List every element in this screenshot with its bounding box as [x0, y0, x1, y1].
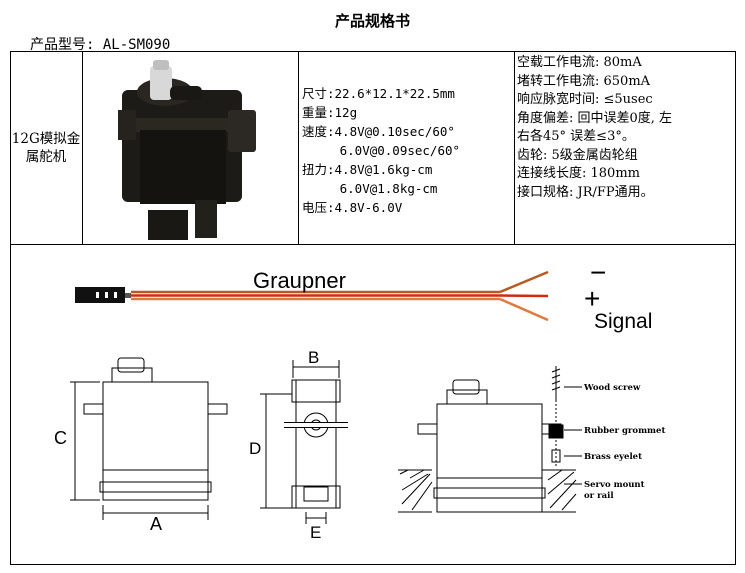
- servo-photo: [84, 53, 297, 243]
- servo-mount-label: Servo mount: [584, 480, 645, 490]
- rubber-grommet-label: Rubber grommet: [584, 426, 665, 436]
- spec-line: 尺寸:22.6*12.1*22.5mm: [302, 86, 455, 101]
- table-divider: [514, 51, 515, 244]
- brass-eyelet-label: Brass eyelet: [584, 452, 642, 462]
- spec-line: 右各45° 误差≤3°。: [517, 129, 635, 144]
- spec-line: 角度偏差: 回中误差0度, 左: [517, 110, 673, 126]
- spec-list-left: 尺寸:22.6*12.1*22.5mm 重量:12g 速度:4.8V@0.10sec…: [302, 84, 460, 217]
- minus-label: −: [590, 257, 606, 288]
- spec-line: 接口规格: JR/FP通用。: [517, 184, 654, 200]
- spec-list-right: 空载工作电流: 80mA 堵转工作电流: 650mA 响应脉宽时间: ≤5usec 角…: [517, 54, 735, 202]
- product-name: 12G模拟金属舵机: [11, 131, 81, 165]
- spec-line: 堵转工作电流: 650mA: [517, 73, 651, 89]
- dim-d-label: D: [249, 439, 261, 458]
- wire-brand: Graupner: [253, 268, 346, 293]
- table-divider: [10, 244, 736, 245]
- dim-c-label: C: [54, 428, 67, 448]
- connector-plug: [75, 287, 125, 303]
- wood-screw-label: Wood screw: [583, 383, 641, 393]
- spec-line: 重量:12g: [302, 105, 358, 120]
- top-view: [260, 360, 348, 524]
- spec-line: 电压:4.8V-6.0V: [302, 200, 403, 215]
- spec-line: 6.0V@1.8kg-cm: [302, 181, 438, 196]
- table-divider: [298, 51, 299, 244]
- model-number: 产品型号: AL-SM090: [30, 37, 171, 53]
- side-view: [70, 357, 228, 520]
- spec-line: 连接线长度: 180mm: [517, 166, 640, 181]
- spec-line: 扭力:4.8V@1.6kg-cm: [302, 162, 433, 177]
- spec-line: 齿轮: 5级金属齿轮组: [517, 147, 638, 163]
- dim-b-label: B: [308, 348, 319, 367]
- document-title: 产品规格书: [334, 12, 410, 30]
- wire-diagram: Graupner − + Signal: [75, 257, 652, 333]
- spec-line: 响应脉宽时间: ≤5usec: [517, 92, 653, 107]
- spec-line: 速度:4.8V@0.10sec/60°: [302, 124, 455, 139]
- signal-label: Signal: [594, 310, 652, 333]
- spec-line: 空载工作电流: 80mA: [517, 55, 642, 70]
- spec-table: [10, 51, 736, 565]
- or-rail-label: or rail: [584, 491, 614, 501]
- dim-e-label: E: [310, 523, 321, 542]
- plus-label: +: [584, 283, 600, 314]
- spec-line: 6.0V@0.09sec/60°: [302, 143, 461, 158]
- dim-a-label: A: [150, 514, 162, 534]
- table-divider: [82, 51, 83, 244]
- mounting-view: [398, 366, 582, 513]
